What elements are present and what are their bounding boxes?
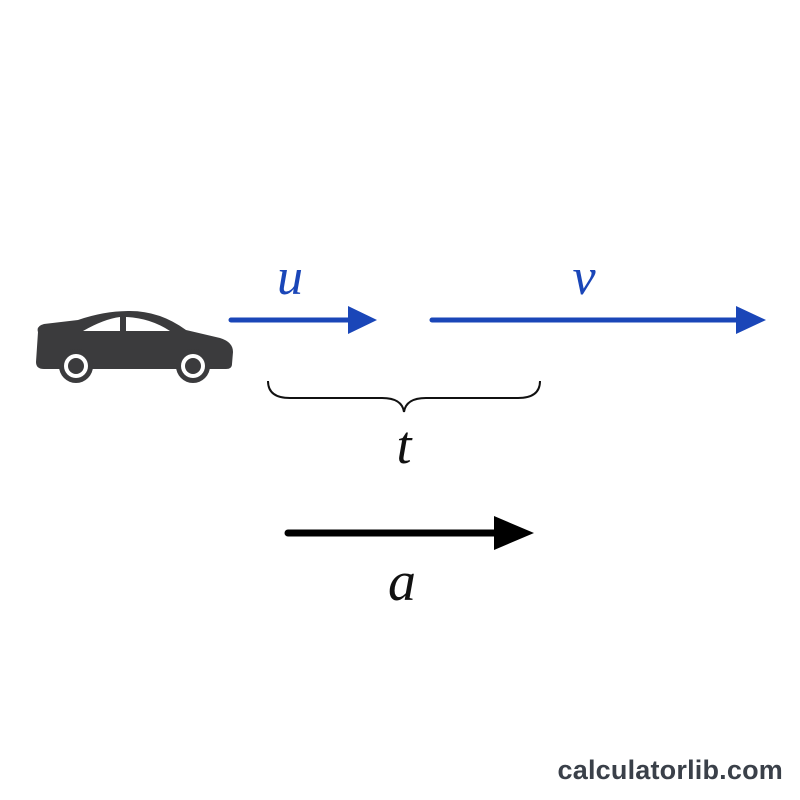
site-watermark: calculatorlib.com	[557, 755, 783, 785]
time-brace	[267, 380, 541, 413]
final-velocity-arrow	[429, 306, 766, 334]
time-label: t	[396, 415, 413, 475]
car-wheel-front	[176, 349, 210, 383]
car-icon	[36, 311, 233, 383]
acceleration-label: a	[388, 551, 416, 613]
car-wheel-rear	[59, 349, 93, 383]
initial-velocity-arrow	[228, 306, 377, 334]
initial-velocity-label: u	[277, 249, 303, 306]
acceleration-arrow	[284, 516, 534, 550]
final-velocity-label: v	[572, 249, 596, 306]
car-window-front	[83, 317, 120, 331]
car-window-rear	[126, 317, 170, 331]
